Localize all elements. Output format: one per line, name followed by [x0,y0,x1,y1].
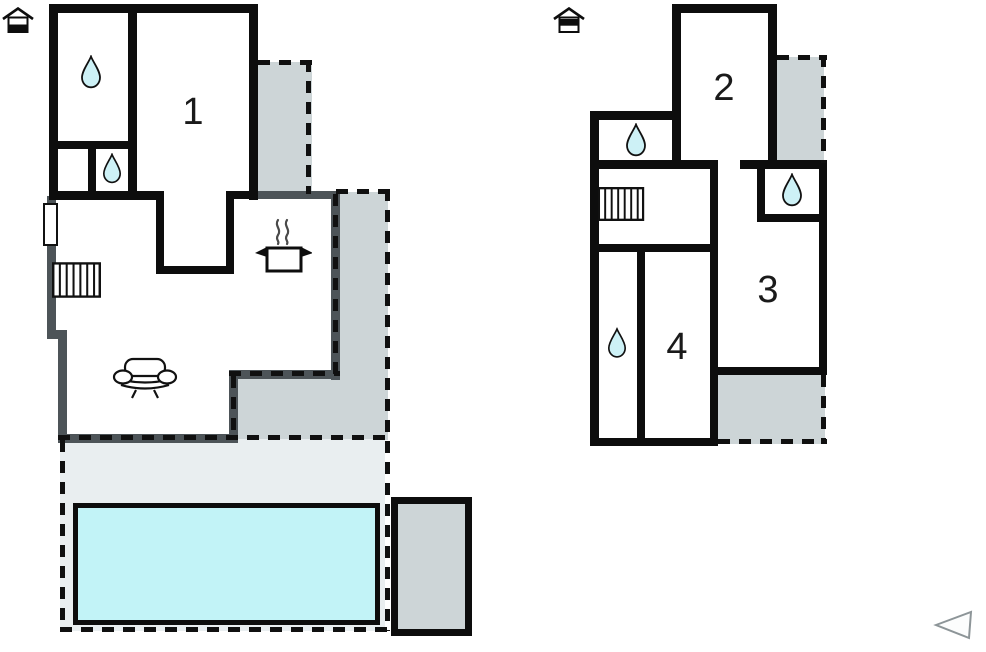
water-drop-icon [102,152,122,185]
wall-segment [590,160,718,169]
terrace-right [336,192,388,440]
balcony-lower [718,374,825,444]
wall-segment [740,160,827,169]
boundary-dashed [718,439,827,444]
wall-segment [757,160,765,222]
garage [391,497,472,636]
boundary-dashed [777,55,827,60]
boundary-dashed [385,189,390,631]
boundary-dashed [60,627,390,632]
wall-segment [819,160,827,375]
boundary-dashed [306,60,311,194]
wall-segment [672,4,776,13]
boundary-dashed [336,189,390,194]
room-label-2: 2 [713,67,735,109]
room-label-4: 4 [666,326,688,368]
staircase-icon [597,187,645,221]
wall-segment [637,244,645,446]
wall-segment [590,111,680,120]
wall-segment [710,367,827,375]
room-label-1: 1 [182,91,204,133]
wall-segment [49,4,58,200]
orientation-triangle-icon [933,610,973,640]
balcony-room2 [777,57,824,163]
sofa-icon [112,357,178,399]
boundary-dashed [258,60,312,65]
boundary-dashed [58,435,390,440]
wall-segment [757,214,827,222]
wall-segment [226,191,234,274]
wall-segment [156,266,234,274]
stove-icon [255,218,312,273]
terrace-top-right [258,62,312,192]
wall-segment [49,191,164,200]
staircase-icon [52,262,101,298]
wall-segment [590,244,718,252]
upper-floor-house-icon [553,7,585,33]
wall-segment [128,4,137,198]
wall-segment [258,191,340,199]
wall-segment [249,4,258,200]
wall-segment [47,196,56,336]
wall-segment [590,111,599,446]
water-drop-icon [607,326,627,360]
wall-segment [47,330,67,339]
pool [73,503,380,625]
room-label-3: 3 [757,269,779,311]
boundary-dashed [60,440,65,631]
wall-segment [672,4,681,168]
wall-segment [768,4,777,168]
water-drop-icon [781,172,803,208]
wall-segment [156,191,164,274]
wall-segment [88,141,96,200]
entrance-door [43,203,58,246]
boundary-dashed [229,371,340,376]
wall-segment [58,330,67,443]
boundary-dashed [821,55,826,163]
wall-segment [710,160,718,446]
wall-segment [49,4,258,13]
boundary-dashed [231,376,236,438]
ground-floor-house-icon [2,7,34,33]
wall-segment [590,438,718,446]
boundary-dashed [333,194,338,374]
wall-segment [226,191,258,199]
terrace-right-lower [232,374,340,440]
water-drop-icon [80,54,102,90]
boundary-dashed [821,375,826,444]
water-drop-icon [625,122,647,158]
